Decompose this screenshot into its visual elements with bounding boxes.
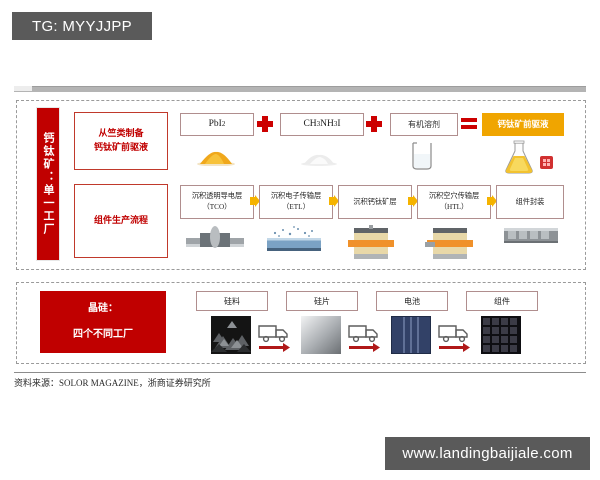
solar-cell-photo <box>391 316 431 354</box>
process-step-perovskite-layer: 沉积钙钛矿层 <box>338 185 412 219</box>
watermark-tag-top: TG: MYYJJPP <box>12 12 152 40</box>
silicon-step-cell: 电池 <box>376 291 448 311</box>
top-divider-rule <box>14 86 586 92</box>
perovskite-vertical-label: 钙钛矿：单一工厂 <box>36 107 60 261</box>
caption-precursor-line2: 钙钛矿前驱液 <box>93 142 148 152</box>
plus-operator-1-icon <box>257 116 273 132</box>
silicon-wafer-photo <box>301 316 341 354</box>
reactant-pbi2-text: PbI <box>208 119 222 130</box>
silicon-step-module: 组件 <box>466 291 538 311</box>
silicon-label: 晶硅： 四个不同工厂 <box>40 291 166 353</box>
i-text: I <box>337 119 341 130</box>
flow-arrow-3-icon <box>408 195 418 207</box>
caption-precursor-line1: 从竺类制备 <box>98 128 144 139</box>
caption-module-production-flow: 组件生产流程 <box>74 184 168 258</box>
equals-operator-icon <box>461 118 477 130</box>
truck-icon-1 <box>258 325 290 352</box>
process-step-htl: 沉积空穴传输层 （HTL） <box>417 185 491 219</box>
process-step-tco-line1: 沉积透明导电层 <box>191 192 243 201</box>
white-powder-icon <box>301 154 337 166</box>
process-step-encapsulation: 组件封装 <box>496 185 564 219</box>
flow-arrow-2-icon <box>329 195 339 207</box>
flow-arrow-4-icon <box>487 195 497 207</box>
silicon-label-line2: 四个不同工厂 <box>73 328 133 340</box>
reactant-organic-solvent: 有机溶剂 <box>390 113 458 136</box>
silicon-step-wafer: 硅片 <box>286 291 358 311</box>
watermark-url-bottom: www.landingbaijiale.com <box>385 437 590 470</box>
product-perovskite-precursor: 钙钛矿前驱液 <box>482 113 564 136</box>
caption-precursor-preparation: 从竺类制备 钙钛矿前驱液 <box>74 112 168 170</box>
process-step-etl-line1: 沉积电子传输层 <box>270 192 322 201</box>
source-divider <box>14 372 586 373</box>
flow-arrow-1-icon <box>250 195 260 207</box>
ch-text: CH <box>303 119 317 130</box>
process-step-tco: 沉积透明导电层 （TCO） <box>180 185 254 219</box>
reactant-pbi2-subscript: 2 <box>221 120 226 129</box>
silicon-step-polysilicon: 硅料 <box>196 291 268 311</box>
process-step-etl-line2: （ETL） <box>282 203 310 211</box>
flask-icon <box>505 140 533 174</box>
plus-operator-2-icon <box>366 116 382 132</box>
process-step-perovskite-line1: 沉积钙钛矿层 <box>353 197 397 206</box>
silicon-label-line1: 晶硅： <box>88 303 118 315</box>
truck-icon-3 <box>438 325 470 352</box>
process-step-htl-line2: （HTL） <box>439 203 469 211</box>
top-divider-cap <box>14 86 32 91</box>
truck-icon-2 <box>348 325 380 352</box>
red-square-badge-icon <box>540 156 553 169</box>
ch-sub: 3 <box>316 120 321 129</box>
source-citation: 资料来源：SOLOR MAGAZINE，浙商证券研究所 <box>14 378 211 388</box>
polysilicon-chunks-photo <box>211 316 251 354</box>
process-step-etl: 沉积电子传输层 （ETL） <box>259 185 333 219</box>
htl-deposition-illustration <box>425 228 473 259</box>
module-encapsulation-illustration <box>504 228 558 243</box>
perovskite-deposition-illustration <box>348 225 394 259</box>
process-step-tco-line2: （TCO） <box>202 203 232 211</box>
pv-module-photo <box>481 316 521 354</box>
process-step-encapsulation-line1: 组件封装 <box>515 197 545 206</box>
nh-text: NH <box>320 119 334 130</box>
yellow-powder-icon <box>197 151 235 166</box>
process-step-htl-line1: 沉积空穴传输层 <box>428 192 480 201</box>
etl-deposition-illustration <box>267 226 321 251</box>
nh-sub: 3 <box>333 120 338 129</box>
tco-deposition-illustration <box>186 226 244 248</box>
beaker-icon <box>412 142 432 170</box>
